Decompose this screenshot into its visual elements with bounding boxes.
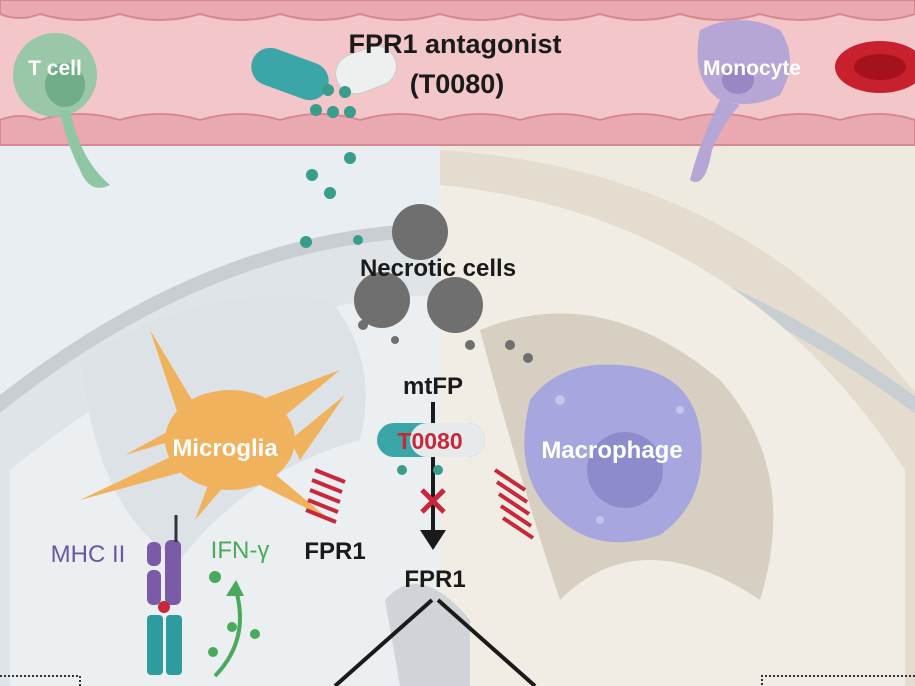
monocyte-label: Monocyte	[703, 57, 801, 80]
mhc2-label: MHC II	[51, 541, 126, 568]
ifng-label: IFN-γ	[211, 537, 270, 564]
fpr1-receptor-microglia	[305, 468, 346, 524]
drug-particles	[300, 84, 363, 248]
mtfp-label: mtFP	[403, 373, 463, 400]
title-line-2: (T0080)	[410, 69, 505, 99]
microglia-cell	[80, 330, 345, 520]
monocyte	[690, 20, 790, 182]
branch-arrows	[333, 598, 537, 686]
necrotic-cells	[354, 204, 533, 363]
microglia-label: Microglia	[172, 435, 278, 462]
title-line-1: FPR1 antagonist	[348, 29, 561, 59]
necrotic-cells-label: Necrotic cells	[360, 255, 516, 282]
fpr1-center-label: FPR1	[404, 566, 465, 593]
left-panel-border	[0, 675, 81, 686]
t0080-pill-cap	[410, 423, 485, 457]
fpr1-receptor-macrophage	[493, 468, 535, 540]
red-blood-cell	[835, 41, 915, 93]
t-cell	[13, 33, 110, 188]
drug-particles-small	[397, 465, 443, 475]
arrow-head	[420, 530, 446, 550]
mhc2-tcr-complex	[147, 515, 182, 675]
inhibition-x-icon	[420, 488, 446, 514]
macrophage-cell	[524, 364, 702, 543]
t-cell-label: T cell	[28, 57, 82, 80]
fpr1-receptor-label: FPR1	[304, 538, 365, 565]
t0080-pill-label: T0080	[397, 428, 462, 454]
right-panel-border	[761, 675, 915, 686]
capsule-icon	[251, 45, 397, 101]
ifng-secretion	[208, 571, 260, 678]
macrophage-label: Macrophage	[541, 437, 682, 464]
